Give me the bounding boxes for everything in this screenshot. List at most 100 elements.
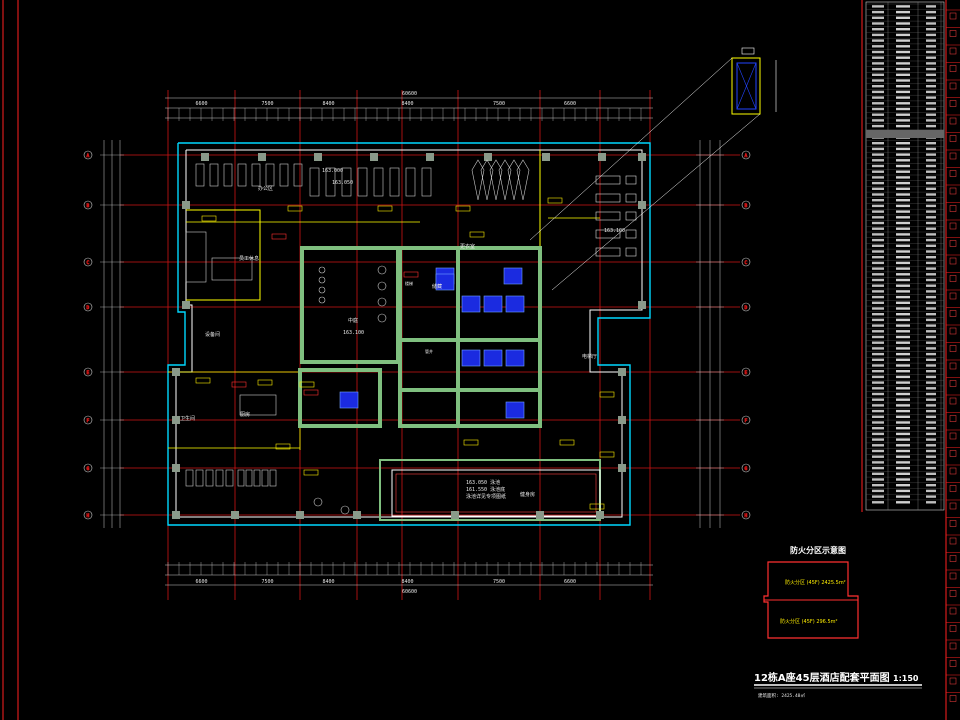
lounge-chair	[595, 193, 621, 203]
side-table	[625, 247, 637, 257]
label-staff: 员工休息	[239, 255, 259, 262]
table-cell-text	[896, 415, 910, 418]
table-cell-text	[872, 341, 884, 344]
axis-bubble	[741, 510, 751, 520]
table-cell-text	[872, 79, 884, 82]
table-cell-text	[872, 164, 884, 168]
column	[172, 416, 180, 424]
table-cell-text	[926, 489, 936, 493]
table-cell-text	[896, 10, 910, 14]
elevator-car	[435, 273, 455, 291]
plant	[313, 497, 323, 507]
table-cell-text	[872, 62, 884, 65]
table-cell-text	[896, 392, 910, 396]
axis-bubble-label: A	[87, 153, 90, 159]
table-cell-text	[872, 358, 884, 361]
table-cell-text	[896, 22, 910, 25]
desk	[209, 163, 219, 187]
strip-mark	[949, 467, 957, 475]
table-cell-text	[872, 278, 884, 282]
toilet-cubicle	[215, 469, 224, 487]
table-cell-text	[896, 352, 910, 356]
strip-mark	[949, 677, 957, 685]
table-cell-text	[896, 244, 910, 247]
pool	[391, 469, 601, 517]
table-cell-text	[872, 444, 884, 447]
label-toilet: 卫生间	[180, 415, 195, 422]
table-cell-text	[926, 455, 936, 458]
desk	[251, 163, 261, 187]
table-cell-text	[896, 404, 910, 407]
table-cell-text	[926, 159, 936, 162]
table-cell-text	[896, 484, 910, 487]
elevator-car	[483, 295, 503, 313]
table-cell-text	[896, 489, 910, 493]
strip-mark	[949, 485, 957, 492]
table-cell-text	[872, 461, 884, 464]
table-cell-text	[926, 119, 936, 122]
label-gym: 健身房	[520, 491, 535, 498]
table-cell-text	[926, 45, 936, 48]
dimension-text: 6600	[196, 101, 208, 107]
strip-mark	[949, 537, 957, 545]
column	[201, 153, 209, 161]
table-cell-text	[926, 375, 936, 379]
axis-bubble	[83, 200, 93, 210]
table-cell-text	[926, 495, 936, 498]
annotation-tag	[589, 503, 605, 510]
furniture	[185, 159, 637, 515]
table-cell-text	[926, 56, 936, 59]
axis-bubble	[741, 150, 751, 160]
table-cell-text	[926, 85, 936, 88]
chair	[318, 276, 326, 284]
table-cell-text	[926, 227, 936, 230]
table-cell-text	[872, 33, 884, 37]
label-atrium-level: 163.100	[343, 330, 364, 336]
strip-mark	[949, 555, 957, 562]
table-cell-text	[896, 370, 910, 373]
gym-equipment	[480, 159, 494, 201]
table-cell-text	[896, 62, 910, 65]
axis-bubble	[741, 302, 751, 312]
table-cell-text	[926, 501, 936, 504]
table-cell-text	[896, 210, 910, 213]
axis-bubble-label: F	[745, 418, 748, 424]
fire-zone-b: 防火分区 (45F) 296.5m²	[780, 618, 838, 625]
table-cell-text	[926, 409, 936, 413]
table-cell-text	[926, 318, 936, 322]
table-cell-text	[926, 278, 936, 282]
strip-mark	[949, 292, 957, 300]
table-cell-text	[872, 301, 884, 304]
table-cell-text	[896, 375, 910, 379]
desk	[325, 167, 336, 197]
table-cell-text	[896, 119, 910, 122]
table-cell-text	[872, 398, 884, 401]
table-cell-text	[896, 449, 910, 453]
axis-bubble	[741, 257, 751, 267]
dimension-text: 6600	[196, 579, 208, 585]
table-cell-text	[872, 124, 884, 128]
dimension-text: 6600	[564, 101, 576, 107]
table-cell-text	[926, 415, 936, 418]
column	[231, 511, 239, 519]
column	[484, 153, 492, 161]
label-atrium: 中庭	[348, 317, 358, 324]
table-cell-text	[896, 330, 910, 333]
table-cell-text	[872, 484, 884, 487]
annotation-tag	[271, 233, 287, 240]
table-cell-text	[872, 449, 884, 453]
table-cell-text	[872, 290, 884, 293]
column	[426, 153, 434, 161]
annotation-tag	[195, 377, 211, 384]
strip-mark	[949, 397, 957, 405]
table-cell-text	[896, 216, 910, 219]
table-cell-text	[872, 375, 884, 379]
dimension-chains: 6600660075007500840084008400840075007500…	[100, 91, 724, 595]
table-section-header	[866, 130, 944, 138]
table-cell-text	[896, 102, 910, 105]
toilet-cubicle	[237, 469, 245, 487]
table-cell-text	[896, 221, 910, 225]
table-cell-text	[872, 244, 884, 247]
label-kitchen: 厨房	[240, 411, 250, 418]
table-cell-text	[896, 181, 910, 185]
